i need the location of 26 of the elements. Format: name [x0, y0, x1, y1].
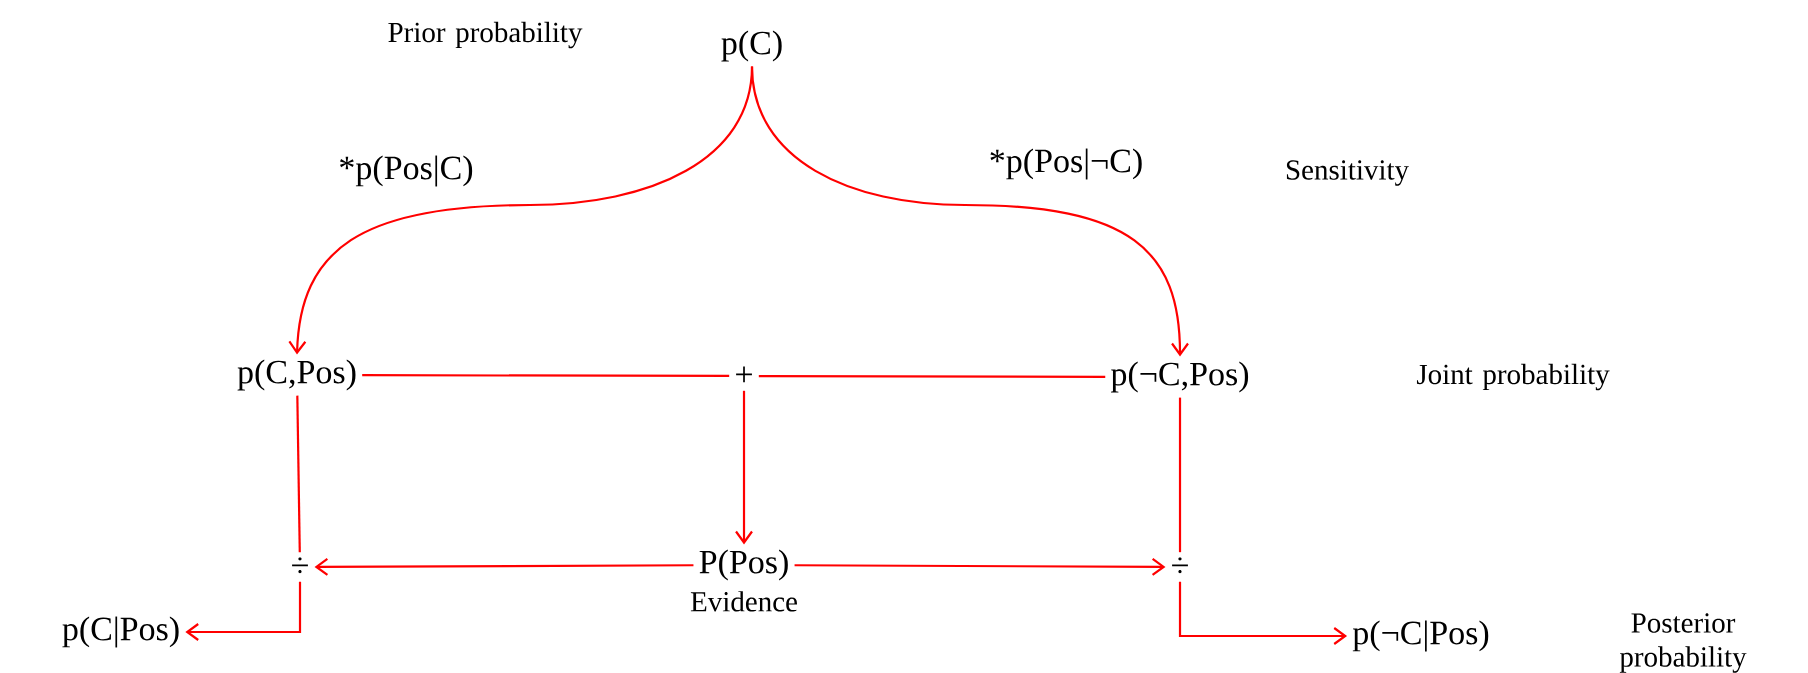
- connector-line: [296, 395, 301, 553]
- connector-line: [758, 374, 1106, 378]
- arrow: [735, 390, 753, 545]
- arrow: [314, 558, 694, 576]
- annotation-text: Prior probability: [388, 21, 583, 49]
- math-term: +: [736, 366, 752, 383]
- math-term: ÷: [292, 557, 308, 574]
- node-caption: Evidence: [690, 591, 797, 612]
- arrow: [185, 581, 302, 641]
- arrow: [750, 66, 1189, 357]
- edge-label: *p(Pos|¬C): [990, 148, 1142, 180]
- edge-label: *p(Pos|C): [340, 155, 473, 187]
- math-term: p(C,Pos): [237, 359, 356, 391]
- connector-line: [1178, 397, 1182, 553]
- math-term: p(C): [721, 30, 782, 62]
- annotation-text: Sensitivity: [1286, 160, 1409, 186]
- math-term: p(C|Pos): [62, 616, 179, 648]
- math-term: ÷: [1172, 557, 1188, 574]
- annotation-text: Posterior probability: [1619, 613, 1747, 673]
- annotation-text: Joint probability: [1416, 363, 1610, 391]
- math-term: p(¬C|Pos): [1352, 620, 1489, 652]
- math-term: p(¬C,Pos): [1111, 361, 1249, 393]
- math-term: P(Pos): [699, 549, 788, 581]
- arrow: [794, 558, 1166, 576]
- connector-line: [362, 374, 730, 378]
- arrow: [1178, 581, 1348, 645]
